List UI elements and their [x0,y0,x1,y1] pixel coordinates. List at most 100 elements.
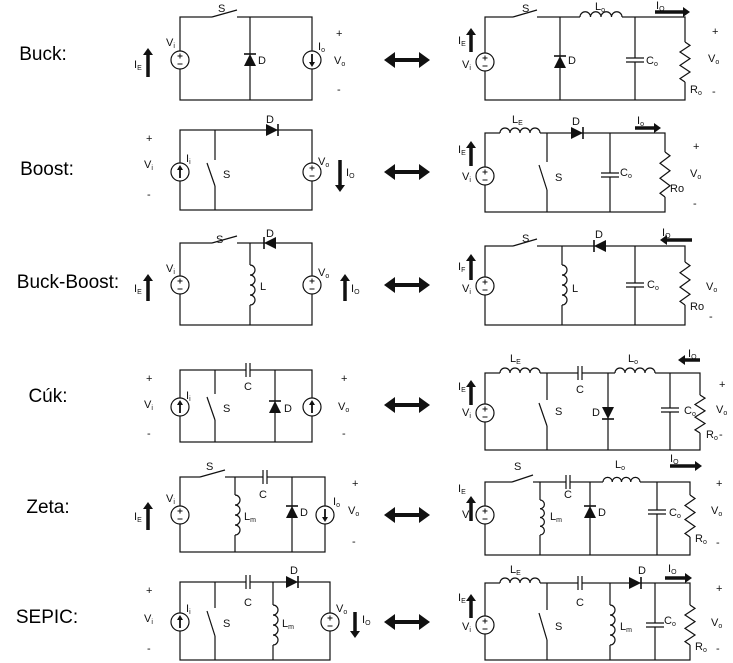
arrow-head [654,123,661,133]
diode-icon [266,124,279,136]
label-ie: IE [134,511,142,524]
equivalence-double-arrow-icon [384,164,430,180]
switch-icon [199,469,226,479]
label-s: S [555,621,562,633]
diode-icon [269,400,281,413]
label-plus: + [352,478,358,490]
arrow-head [340,274,350,281]
switch-icon [206,394,217,421]
label-co: Co [646,55,658,68]
current-source-icon [170,397,190,417]
arrow-head [419,277,430,293]
current-arrow-icon [466,380,476,405]
label-subscript: o [325,162,329,169]
arrow-head [466,28,476,35]
label-subscript: E [516,570,521,577]
switch-blade [538,402,548,427]
label-ii: Ii [186,153,191,166]
equivalence-double-arrow-icon [384,52,430,68]
diode-icon [263,237,276,249]
label-vi: Vi [462,621,471,634]
current-arrow-icon [466,254,476,280]
capacitor-icon [577,366,583,380]
source-circle [475,52,495,72]
label-minus: - [693,198,697,210]
label-d: D [266,228,274,240]
label-ie: IE [134,283,142,296]
wire-gap [513,15,537,19]
label-subscript: i [151,165,153,172]
arrow-head [678,355,685,365]
resistor-zigzag [683,604,697,646]
equivalence-double-arrow-icon [384,507,430,523]
label-vi: Vi [462,283,471,296]
label-lo: Lo [615,459,625,472]
switch-icon [538,162,549,191]
label-co: Co [684,405,696,418]
label-l: L [572,283,578,295]
label-minus: - [712,86,716,98]
label-vo: Vo [336,603,347,616]
label-subscript: o [341,61,345,68]
current-arrow-icon [670,461,702,471]
equivalence-double-arrow-icon [384,614,430,630]
label-c: C [576,384,584,396]
label-subscript: E [137,517,142,524]
current-arrow-icon [635,123,661,133]
arrow-head [419,52,430,68]
label-subscript: O [349,173,355,180]
label-lo: Lo [628,353,638,366]
label-minus: - [337,84,341,96]
current-source-icon [302,397,322,417]
diode-triangle [629,577,641,589]
arrow-head [143,48,153,55]
current-arrow-icon [655,7,690,17]
label-subscript: o [628,173,632,180]
voltage-source-icon [170,50,190,70]
inductor-coil [234,494,241,536]
capacitor-icon [648,509,666,515]
label-plus: + [719,379,725,391]
equivalence-double-arrow-icon [384,277,430,293]
label-vi: Vi [166,263,175,276]
row-title-sepic: SEPIC: [15,607,79,628]
label-subscript: i [469,65,471,72]
wire-gap [263,475,267,479]
label-vi: Vi [462,171,471,184]
wire-gap [512,480,533,484]
source-circle [170,275,190,295]
switch-blade [538,612,548,641]
label-subscript: i [469,413,471,420]
row-title-zeta: Zeta: [26,497,70,518]
label-vo: Vo [348,505,359,518]
wire-gap [566,480,570,484]
label-subscript: F [461,267,465,274]
wire-loop [484,132,666,213]
inductor-icon [538,499,545,536]
arrow-head [177,615,183,620]
label-subscript: i [173,499,175,506]
resistor-icon [693,394,707,434]
arrow-head [683,7,690,17]
label-s: S [223,618,230,630]
label-subscript: E [461,41,466,48]
label-subscript: i [469,289,471,296]
label-subscript: i [173,43,175,50]
label-vi: Vi [144,613,153,626]
switch-icon [512,9,538,19]
label-vo: Vo [711,617,722,630]
wire-loop [484,481,691,556]
label-subscript: O [365,620,371,627]
label-s: S [514,461,521,473]
label-subscript: o [601,7,605,14]
diode-triangle [571,127,583,139]
wire-gap [212,241,237,245]
label-c: C [576,597,584,609]
wire-gap [213,160,217,186]
arrow-head [384,507,395,523]
label-subscript: o [697,174,701,181]
